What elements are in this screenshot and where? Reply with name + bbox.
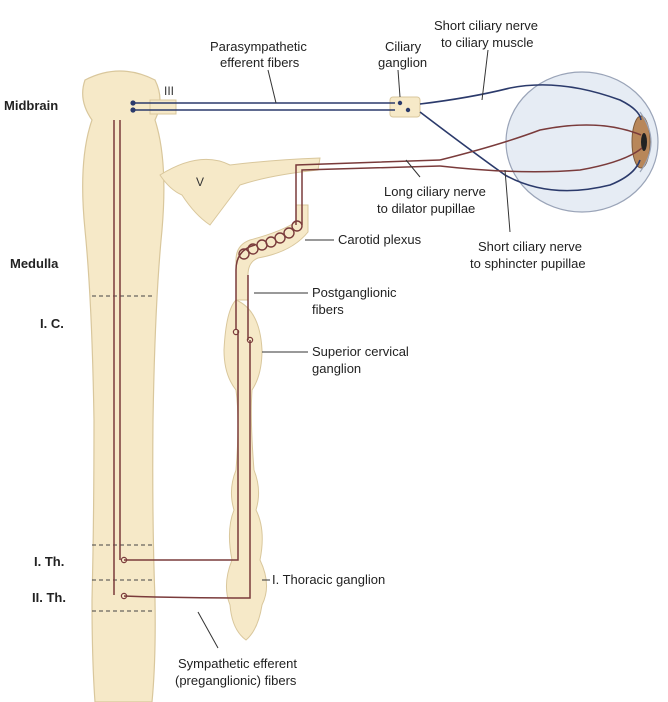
parasympathetic-pathway — [133, 84, 642, 192]
label-superior-cervical-2: ganglion — [312, 361, 361, 376]
synapse-ciliary-2 — [405, 107, 411, 113]
leader-lines — [197, 49, 511, 649]
sympathetic-pathway — [113, 120, 643, 599]
label-parasympathetic-2: efferent fibers — [220, 55, 300, 70]
label-sympathetic-2: (preganglionic) fibers — [175, 673, 297, 688]
spinal-cord — [82, 70, 165, 702]
synapse-th2 — [120, 592, 128, 600]
label-postganglionic-2: fibers — [312, 302, 344, 317]
cornea — [639, 111, 652, 173]
synapse-ciliary-1 — [397, 100, 403, 106]
label-ciliary-ganglion-1: Ciliary — [385, 39, 422, 54]
ciliary-ganglion — [389, 96, 421, 118]
synapse-th1 — [120, 556, 128, 564]
label-parasympathetic-1: Parasympathetic — [210, 39, 307, 54]
label-midbrain: Midbrain — [4, 98, 58, 113]
oculomotor-nerve-root — [149, 99, 177, 115]
label-first-cervical: I. C. — [40, 316, 64, 331]
label-short-ciliary-muscle-1: Short ciliary nerve — [434, 18, 538, 33]
synapse-superior-cervical-2 — [246, 336, 254, 344]
label-second-thoracic: II. Th. — [32, 590, 66, 605]
edinger-westphal-nucleus-2 — [130, 107, 136, 113]
pupil — [641, 133, 647, 151]
label-ciliary-ganglion-2: ganglion — [378, 55, 427, 70]
sympathetic-chain — [223, 299, 267, 641]
label-short-ciliary-sphincter-1: Short ciliary nerve — [478, 239, 582, 254]
label-short-ciliary-muscle-2: to ciliary muscle — [441, 35, 533, 50]
label-medulla: Medulla — [10, 256, 59, 271]
label-superior-cervical-1: Superior cervical — [312, 344, 409, 359]
label-sympathetic-1: Sympathetic efferent — [178, 656, 297, 671]
carotid-artery — [235, 204, 309, 301]
label-cranial-nerve-v: V — [196, 175, 204, 189]
label-first-thoracic: I. Th. — [34, 554, 64, 569]
label-carotid-plexus: Carotid plexus — [338, 232, 422, 247]
carotid-plexus-coils — [238, 220, 303, 260]
label-thoracic-ganglion: I. Thoracic ganglion — [272, 572, 385, 587]
edinger-westphal-nucleus-1 — [130, 100, 136, 106]
label-long-ciliary-1: Long ciliary nerve — [384, 184, 486, 199]
label-long-ciliary-2: to dilator pupillae — [377, 201, 475, 216]
label-postganglionic-1: Postganglionic — [312, 285, 397, 300]
trigeminal-nerve — [159, 157, 321, 226]
synapse-superior-cervical-1 — [232, 328, 240, 336]
label-cranial-nerve-iii: III — [164, 84, 174, 98]
label-short-ciliary-sphincter-2: to sphincter pupillae — [470, 256, 586, 271]
